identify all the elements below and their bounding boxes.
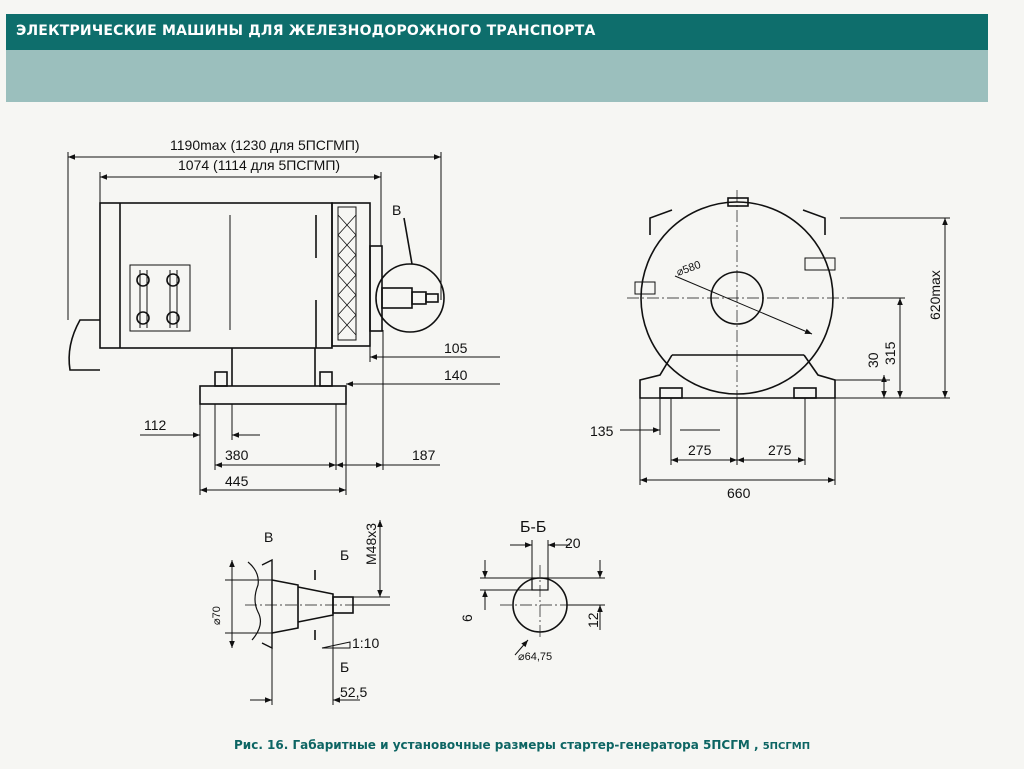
- section-dimensions: [480, 540, 605, 656]
- detail-dimensions: [225, 520, 390, 705]
- dim-20: 20: [565, 535, 581, 551]
- detail-label-b: В: [392, 202, 401, 218]
- dim-135: 135: [590, 423, 614, 439]
- dim-30: 30: [865, 352, 881, 368]
- stator-body: [99, 202, 333, 349]
- front-view: [627, 190, 850, 400]
- side-dimensions: [67, 152, 500, 495]
- dim-overall-length: 1190max (1230 для 5ПСГМП): [170, 137, 360, 153]
- cut-mark-b-top: Б: [340, 547, 349, 563]
- dim-187: 187: [412, 447, 436, 463]
- front-dimensions: [620, 217, 950, 485]
- dim-6: 6: [459, 614, 475, 622]
- dim-52-5: 52,5: [340, 684, 367, 700]
- dim-380: 380: [225, 447, 249, 463]
- page-header: ЭЛЕКТРИЧЕСКИЕ МАШИНЫ ДЛЯ ЖЕЛЕЗНОДОРОЖНОГ…: [6, 14, 988, 50]
- taper-ratio: 1:10: [352, 635, 379, 651]
- dim-315: 315: [882, 341, 898, 365]
- dim-body-length: 1074 (1114 для 5ПСГМП): [178, 157, 340, 173]
- dim-275-right: 275: [768, 442, 792, 458]
- caption-main: Рис. 16. Габаритные и установочные разме…: [234, 738, 759, 752]
- dim-m48x3: М48х3: [363, 523, 379, 565]
- dim-105: 105: [444, 340, 468, 356]
- detail-b-label: В: [264, 529, 273, 545]
- header-band: [6, 50, 988, 102]
- dim-diameter-64-75: ⌀64,75: [518, 651, 552, 663]
- dim-diameter-70: ⌀70: [211, 606, 223, 625]
- caption-second: 5ПСГМП: [762, 741, 811, 752]
- side-view: [68, 202, 445, 405]
- section-bb: [500, 565, 580, 640]
- dim-112: 112: [144, 417, 167, 433]
- dim-12: 12: [585, 612, 601, 628]
- dim-140: 140: [444, 367, 468, 383]
- header-title: ЭЛЕКТРИЧЕСКИЕ МАШИНЫ ДЛЯ ЖЕЛЕЗНОДОРОЖНОГ…: [16, 23, 596, 39]
- dim-275-left: 275: [688, 442, 712, 458]
- dim-660: 660: [727, 485, 751, 501]
- cut-mark-b-bottom: Б: [340, 659, 349, 675]
- dim-445: 445: [225, 473, 249, 489]
- mounting-foot: [199, 385, 347, 405]
- figure-caption: Рис. 16. Габаритные и установочные разме…: [234, 738, 810, 752]
- section-label: Б-Б: [520, 519, 546, 536]
- detail-circle-b: [375, 263, 445, 333]
- dim-diameter-580: ⌀580: [675, 259, 703, 279]
- dim-620max: 620max: [927, 270, 943, 320]
